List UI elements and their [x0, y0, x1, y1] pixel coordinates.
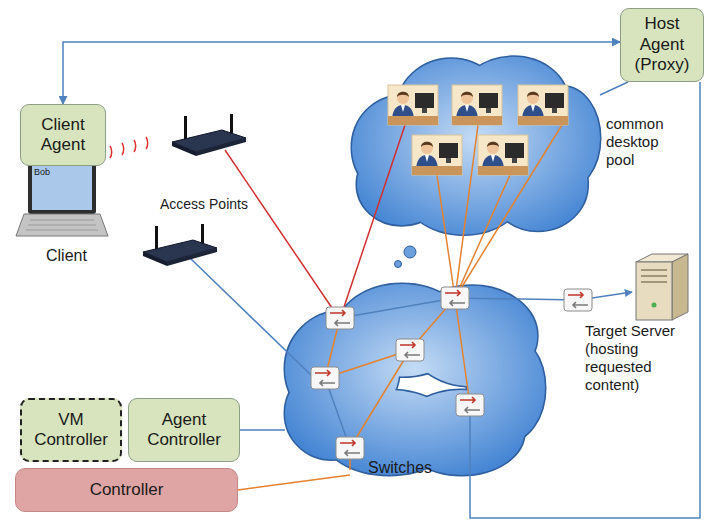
desktop-user [478, 135, 528, 175]
switch-icon [326, 307, 354, 329]
host-agent-box: Host Agent (Proxy) [620, 8, 704, 82]
vm-controller-box: VM Controller [20, 398, 122, 462]
server-label: Target Server (hosting requested content… [585, 322, 685, 394]
controller-box: Controller [15, 468, 238, 512]
node-text: VM Controller [26, 410, 116, 451]
switch-icon [564, 289, 592, 311]
cloud-outline [285, 282, 545, 475]
desktop-user [518, 85, 568, 125]
node-text: Agent Controller [134, 410, 234, 451]
connector [240, 429, 285, 431]
node-text: Switches [368, 458, 432, 477]
connector [600, 82, 628, 95]
access-point [143, 224, 217, 266]
laptop-icon [16, 162, 108, 236]
switch-icon [441, 287, 469, 309]
desktop-user [388, 85, 438, 125]
laptop-user-name: Bob [34, 167, 74, 178]
network-wires [190, 120, 632, 476]
switch-icon [456, 394, 484, 416]
device-label: Access Points [160, 196, 260, 213]
switch-icon [396, 339, 424, 361]
desktop-user [412, 135, 462, 175]
desktop-user [452, 85, 502, 125]
cloud-outline [352, 55, 600, 240]
device-label: Client [46, 246, 106, 265]
cloud-bubble [395, 261, 402, 268]
node-text: Host Agent (Proxy) [626, 14, 698, 75]
client-agent-box: Client Agent [20, 104, 106, 166]
switch-icon [311, 367, 339, 389]
switch-cloud: Switches [285, 282, 545, 475]
node-text: Client Agent [26, 115, 100, 156]
wifi-signal [110, 137, 148, 158]
node-text: common desktop pool [606, 115, 684, 169]
desktop-pool-cloud: common desktop pool [352, 55, 600, 240]
server-icon [636, 254, 688, 320]
node-text: Controller [90, 480, 164, 500]
switch-icon [336, 437, 364, 459]
agent-controller-box: Agent Controller [128, 398, 240, 462]
cloud-bubble [404, 246, 416, 258]
access-point [172, 114, 246, 156]
connector [238, 475, 350, 490]
